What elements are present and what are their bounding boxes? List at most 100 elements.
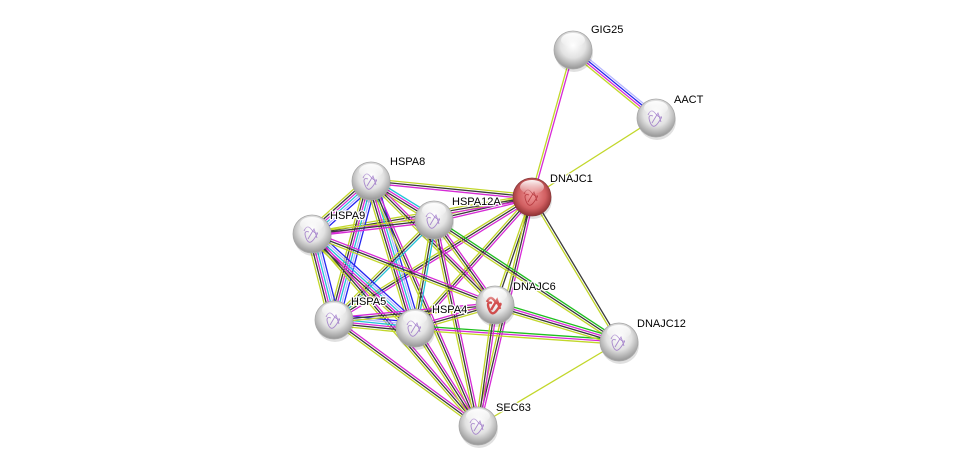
node-hspa8[interactable]: HSPA8 [351, 155, 427, 203]
node-highlight [520, 180, 544, 194]
node-label: DNAJC6 [513, 281, 556, 293]
evidence-line-cooccurrence [315, 229, 420, 325]
evidence-line-coexpression [433, 219, 620, 343]
node-hspa5[interactable]: HSPA5 [314, 295, 388, 342]
edge-dnajc1-hspa8[interactable] [370, 178, 533, 200]
evidence-line-experiments [495, 303, 620, 342]
edge-dnajc12-sec63[interactable] [477, 341, 620, 427]
node-hspa4[interactable]: HSPA4 [395, 303, 469, 350]
node-highlight [607, 325, 631, 339]
evidence-line-neighborhood [434, 217, 621, 341]
evidence-line-coexpression [494, 305, 619, 344]
node-sec63[interactable]: SEC63 [458, 401, 532, 448]
evidence-line-coexpression [370, 180, 533, 198]
edge-hspa12a-dnajc12[interactable] [432, 217, 621, 345]
evidence-line-textmining [371, 178, 533, 196]
evidence-line-textmining [328, 179, 367, 319]
evidence-line-experiments [332, 180, 371, 320]
node-highlight [483, 288, 507, 302]
node-label: HSPA8 [390, 156, 425, 168]
evidence-line-coexpression [333, 219, 435, 321]
node-label: HSPA5 [351, 296, 386, 308]
evidence-line-coexpression [477, 304, 496, 427]
node-highlight [561, 33, 585, 47]
evidence-line-coexpression [311, 233, 479, 427]
evidence-line-coexpression [311, 219, 435, 235]
node-aact[interactable]: AACT [636, 93, 705, 140]
evidence-line-textmining [412, 195, 531, 327]
node-label: AACT [674, 94, 704, 106]
evidence-line-textmining [365, 182, 411, 330]
node-dnajc6[interactable]: DNAJC6 [475, 280, 557, 327]
node-label: DNAJC12 [637, 318, 686, 330]
node-hspa9[interactable]: HSPA9 [292, 209, 367, 256]
node-dnajc1[interactable]: DNAJC1 [512, 172, 594, 219]
evidence-line-coexpression [370, 180, 479, 427]
edge-hspa9-dnajc6[interactable] [310, 231, 497, 308]
edge-hspa4-sec63[interactable] [412, 326, 481, 428]
node-label: HSPA9 [330, 210, 365, 222]
evidence-line-coexpression [330, 179, 369, 320]
node-label: SEC63 [496, 402, 531, 414]
evidence-line-textmining [531, 117, 657, 198]
node-label: DNAJC1 [550, 173, 593, 185]
evidence-line-experiments [435, 219, 481, 426]
node-hspa12a[interactable]: HSPA12A [414, 195, 503, 242]
edge-gig25-dnajc1[interactable] [530, 49, 575, 198]
evidence-line-textmining [493, 307, 619, 346]
evidence-line-coexpression [532, 196, 621, 342]
evidence-line-homology [313, 231, 418, 327]
evidence-line-databases [335, 221, 437, 323]
node-highlight [422, 203, 446, 217]
edge-aact-dnajc1[interactable] [531, 117, 657, 198]
node-highlight [322, 303, 346, 317]
evidence-line-textmining [332, 321, 478, 429]
evidence-line-coexpression [433, 219, 479, 427]
evidence-line-textmining [332, 194, 532, 319]
evidence-line-experiments [532, 50, 575, 198]
node-label: HSPA12A [452, 196, 501, 208]
evidence-line-coexpression [333, 196, 533, 321]
evidence-line-textmining [311, 217, 434, 233]
edge-hspa4-dnajc12[interactable] [414, 325, 620, 345]
node-highlight [403, 311, 427, 325]
evidence-line-experiments [414, 327, 620, 343]
evidence-line-neighborhood [495, 301, 621, 340]
node-label: GIG25 [591, 24, 623, 36]
evidence-line-coexpression [367, 181, 413, 330]
node-label: HSPA4 [432, 304, 467, 316]
edge-hspa5-sec63[interactable] [332, 317, 480, 429]
evidence-line-experiments [416, 326, 481, 426]
node-highlight [300, 217, 324, 231]
edge-hspa12a-hspa9[interactable] [311, 217, 435, 237]
evidence-line-textmining [412, 328, 477, 428]
edge-dnajc6-dnajc12[interactable] [493, 301, 621, 346]
evidence-line-textmining [414, 329, 619, 345]
evidence-line-textmining [530, 197, 619, 343]
edges-layer [306, 46, 659, 429]
evidence-line-coexpression [370, 180, 496, 306]
node-highlight [466, 409, 490, 423]
evidence-line-coexpression [333, 319, 479, 427]
evidence-line-textmining [310, 235, 495, 308]
evidence-line-textmining [475, 304, 494, 426]
evidence-line-coexpression [414, 196, 533, 329]
evidence-line-textmining [530, 49, 573, 197]
edge-hspa12a-hspa5[interactable] [331, 217, 437, 323]
edge-hspa12a-sec63[interactable] [431, 219, 481, 427]
evidence-line-experiments [370, 182, 532, 200]
evidence-line-textmining [477, 341, 620, 427]
evidence-line-coexpression [414, 327, 479, 427]
evidence-line-textmining [331, 217, 433, 319]
evidence-line-neighborhood [415, 325, 620, 341]
edge-dnajc6-sec63[interactable] [475, 304, 498, 427]
evidence-line-experiments [479, 305, 498, 427]
evidence-line-textmining [432, 221, 619, 345]
evidence-line-experiments [334, 317, 480, 425]
node-gig25[interactable]: GIG25 [553, 23, 625, 72]
node-dnajc12[interactable]: DNAJC12 [599, 317, 687, 364]
edge-dnajc1-dnajc12[interactable] [530, 196, 621, 343]
node-highlight [359, 164, 383, 178]
